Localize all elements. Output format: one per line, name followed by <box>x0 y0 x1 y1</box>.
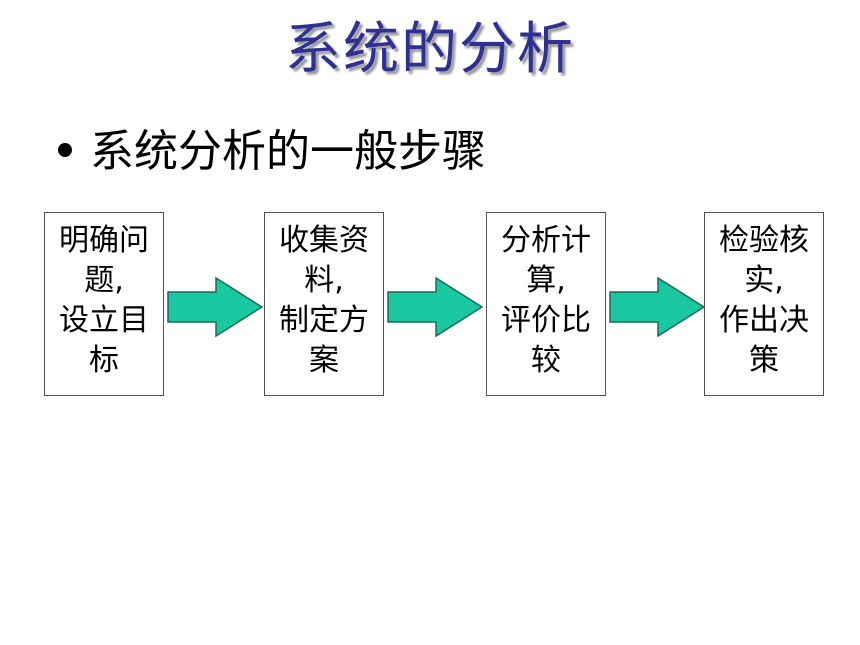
arrow-right-icon <box>167 276 264 338</box>
step-box-3: 分析计 算, 评价比 较 <box>486 212 606 396</box>
step-box-4: 检验核 实, 作出决 策 <box>704 212 824 396</box>
slide-title: 系统的分析 <box>285 17 575 82</box>
bullet-text: 系统分析的一般步骤 <box>90 126 486 177</box>
bullet-item: 系统分析的一般步骤 <box>58 122 486 182</box>
arrow-right-icon <box>609 276 706 338</box>
bullet-dot-icon <box>58 143 72 157</box>
step-box-1: 明确问 题, 设立目 标 <box>44 212 164 396</box>
arrow-right-icon <box>387 276 484 338</box>
step-box-2: 收集资 料, 制定方 案 <box>264 212 384 396</box>
